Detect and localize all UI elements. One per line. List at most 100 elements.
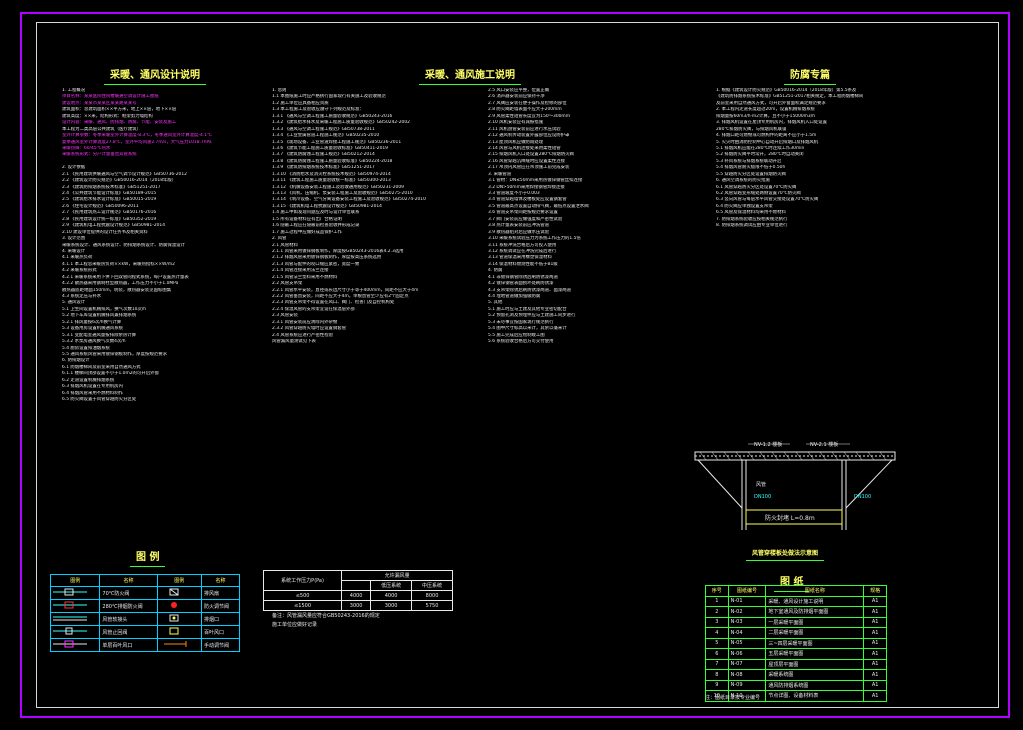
note-line: 建筑高度：××米，结构形式：框架剪力墙结构 xyxy=(62,113,153,119)
note-line: 2.4 风管系统应进行严密性检验 xyxy=(272,332,334,338)
note-line: 2.5 《建筑给水排水设计标准》GB50015-2019 xyxy=(62,197,157,203)
index-cell: 屋顶层平面图 xyxy=(765,658,865,670)
leakage-row: ≤500 4000 4000 8000 xyxy=(262,590,453,601)
index-cell: A1 xyxy=(863,679,887,691)
note-line: 2.9 《建筑机电工程抗震设计规范》GB50981-2014 xyxy=(62,223,165,229)
note-line: 4.1.1 本工程总采暖热负荷××kW，采暖热指标××W/m2 xyxy=(62,261,175,267)
note-line: 1.3 本工程施工及验收应遵守下列规范及标准： xyxy=(272,107,364,113)
note-line: 2.1.2 排烟风管采用镀锌钢板制作，厚度按高压系统选用 xyxy=(272,255,382,261)
note-line: 5.1 排烟风机应能在280℃时连续工作30min xyxy=(716,145,805,151)
index-cell: N-02 xyxy=(727,606,767,618)
note-line: 1.3.10 《消防给水及消火栓系统技术规范》GB50974-2014 xyxy=(272,171,391,177)
louver-symbol xyxy=(156,625,202,639)
smoke-outlet-symbol xyxy=(156,612,202,626)
note-line: 3.10 采暖系统试验压力为系统工作压力的1.5倍 xyxy=(488,236,581,242)
note-line: 3.1 管材：DN≤50mm采用热镀锌钢管丝扣连接 xyxy=(488,178,583,184)
note-line: 2.6 《住宅设计规范》GB50096-2011 xyxy=(62,203,139,209)
note-line: 排烟量按60m3/h·m2计算，且不小于15000m3/h xyxy=(716,113,815,119)
note-line: 2.8 《民用建筑设计统一标准》GB50352-2019 xyxy=(62,216,157,222)
note-line: 5.2 预留孔洞及预埋件应与土建施工同步进行 xyxy=(488,313,576,319)
note-line: 4.1 采暖热负荷 xyxy=(62,255,93,261)
index-cell: N-05 xyxy=(727,637,767,649)
note-line: 1.3.6 《建筑节能工程施工质量验收标准》GB50411-2019 xyxy=(272,145,388,151)
note-line: 1.3.15 《建筑机电工程抗震设计规范》GB50981-2014 xyxy=(272,203,382,209)
index-cell: A1 xyxy=(863,658,887,670)
note-line: 1.1 本图纸施工时应严格执行国家现行有关施工及验收规范 xyxy=(272,94,386,100)
note-line: 2.10 风机安装应有减振措施 xyxy=(488,120,544,126)
index-header-row: 序号 图纸编号 图纸名称 规格 xyxy=(705,585,887,597)
index-cell: N-01 xyxy=(727,595,767,607)
index-cell: 2 xyxy=(705,606,729,618)
note-line: 2.10 建设单位提供的设计任务书及相关资料 xyxy=(62,229,148,235)
smoke-notes-column: 1. 根据《建筑设计防火规范》GB50016-2014（2018年版）第5.5条… xyxy=(716,88,961,230)
note-line: 2.1.4 风管连接采用法兰连接 xyxy=(272,268,329,274)
note-line: 6.3 竖向风管与每层水平风管交接处设置70℃防火阀 xyxy=(716,197,819,203)
note-line: 5.6 系统验收合格后方可交付使用 xyxy=(488,339,554,345)
note-line: 3.13 管道保温采用橡塑保温材料 xyxy=(488,255,552,261)
leakage-subheader: 低压系统 xyxy=(370,580,413,591)
note-line: 1.3.13 《风机、压缩机、泵安装工程施工及验收规范》GB50275-2010 xyxy=(272,191,413,196)
legend-row: 70℃防火阀 排风扇 xyxy=(49,586,241,600)
leakage-cell: ≤1500 xyxy=(262,600,343,611)
fire-damper-symbol xyxy=(49,586,101,600)
title-diagram: 风管穿楼板处做法示意图 xyxy=(745,550,825,561)
note-line: 2.5 风口安装应平整，位置正确 xyxy=(488,88,550,93)
index-cell: A1 xyxy=(863,606,887,618)
note-line: 2.1.3 风管与配件的咬口缝应紧密，宽度一致 xyxy=(272,261,360,267)
index-cell: 地下室通风及防排烟平面图 xyxy=(765,606,865,618)
legend-header-row: 图例 名称 图例 名称 xyxy=(49,574,241,587)
index-cell: A1 xyxy=(863,637,887,649)
note-line: 4.2.1 采暖系统采用下供下回双管同程式系统，每户设置热计量表 xyxy=(62,274,189,280)
note-line: 2.3.1 风管安装前应清除内外杂物 xyxy=(272,319,338,325)
note-line: 2.3 风管安装 xyxy=(272,313,298,319)
note-line: 2.4 《公共建筑节能设计标准》GB50189-2015 xyxy=(62,191,157,196)
note-line: 1.3.3 《通风与空调工程施工规范》GB50738-2011 xyxy=(272,126,375,132)
legend-row: 风管软接头 排烟口 xyxy=(49,612,241,626)
note-line: 2.1 风管材料 xyxy=(272,242,298,248)
note-line: 2.12 通风机传动装置外露部位应设防护罩 xyxy=(488,133,570,139)
note-line: 4.3 支吊架除锈后刷防锈漆两道、面漆两道 xyxy=(488,287,572,293)
note-line: 2.14 风管与风机连接处采用柔性短管 xyxy=(488,145,561,151)
index-cell: 一层采暖平面图 xyxy=(765,616,865,628)
title-legend: 图 例 xyxy=(129,548,167,567)
note-line: 3.6 管道支吊架间距按规范要求设置 xyxy=(488,210,558,216)
index-cell: 1 xyxy=(705,595,729,607)
note-line: 2. 设计依据 xyxy=(62,165,86,171)
leakage-table: 系统工作压力P(Pa) 允许漏风量 低压系统 中压系统 ≤500 4000 40… xyxy=(262,570,453,611)
note-line: 2.2.2 风管垂直安装，间距不应大于4m，单根直管至少应有2个固定点 xyxy=(272,294,409,299)
note-line: 3.11 系统冲洗合格后方可投入使用 xyxy=(488,242,557,248)
note-line: 5.5 施工完成后应绘制竣工图 xyxy=(488,332,545,338)
note-line: 3.12 系统调试应在冲洗完成后进行 xyxy=(488,248,557,254)
index-cell: 5 xyxy=(705,637,729,649)
leakage-cell: 3000 xyxy=(341,600,372,611)
index-cell: 7 xyxy=(705,658,729,670)
title-construction: 采暖、通风施工说明 xyxy=(419,66,521,85)
index-cell: 通风防排烟系统图 xyxy=(765,679,865,691)
note-line: 3.4 管道穿越墙体及楼板处应设置钢套管 xyxy=(488,197,567,203)
note-line: 1.3.2 《建筑给水排水及采暖工程施工质量验收规范》GB50242-2002 xyxy=(272,120,410,126)
leakage-header-row: 系统工作压力P(Pa) 允许漏风量 xyxy=(262,570,453,591)
index-cell: A1 xyxy=(863,690,887,702)
note-line: 6.1.1 楼梯间顶部设置不小于1.0m2的可开启外窗 xyxy=(62,371,159,377)
manual-damper-symbol xyxy=(156,638,202,652)
legend-name: 单层百叶风口 xyxy=(99,638,158,652)
legend-row: 单层百叶风口 手动调节阀 xyxy=(49,638,241,652)
note-line: 采暖热媒：60/45℃热水 xyxy=(62,145,111,151)
legend-header: 名称 xyxy=(99,574,158,587)
note-line: 3.3 管道坡度不小于0.003 xyxy=(488,191,540,196)
index-cell: 采暖系统图 xyxy=(765,669,865,681)
legend-header: 图例 xyxy=(49,574,101,587)
note-line: 2.2 《建筑设计防火规范》GB50016-2014（2018年版） xyxy=(62,178,177,184)
note-line: 5.3 未尽事宜按国家现行规范执行 xyxy=(488,319,554,325)
note-line: 3.14 保温材料燃烧性能不低于B1级 xyxy=(488,261,558,267)
check-valve-symbol xyxy=(49,625,101,639)
leakage-cell: 4000 xyxy=(370,590,413,601)
index-cell: A1 xyxy=(863,595,887,607)
